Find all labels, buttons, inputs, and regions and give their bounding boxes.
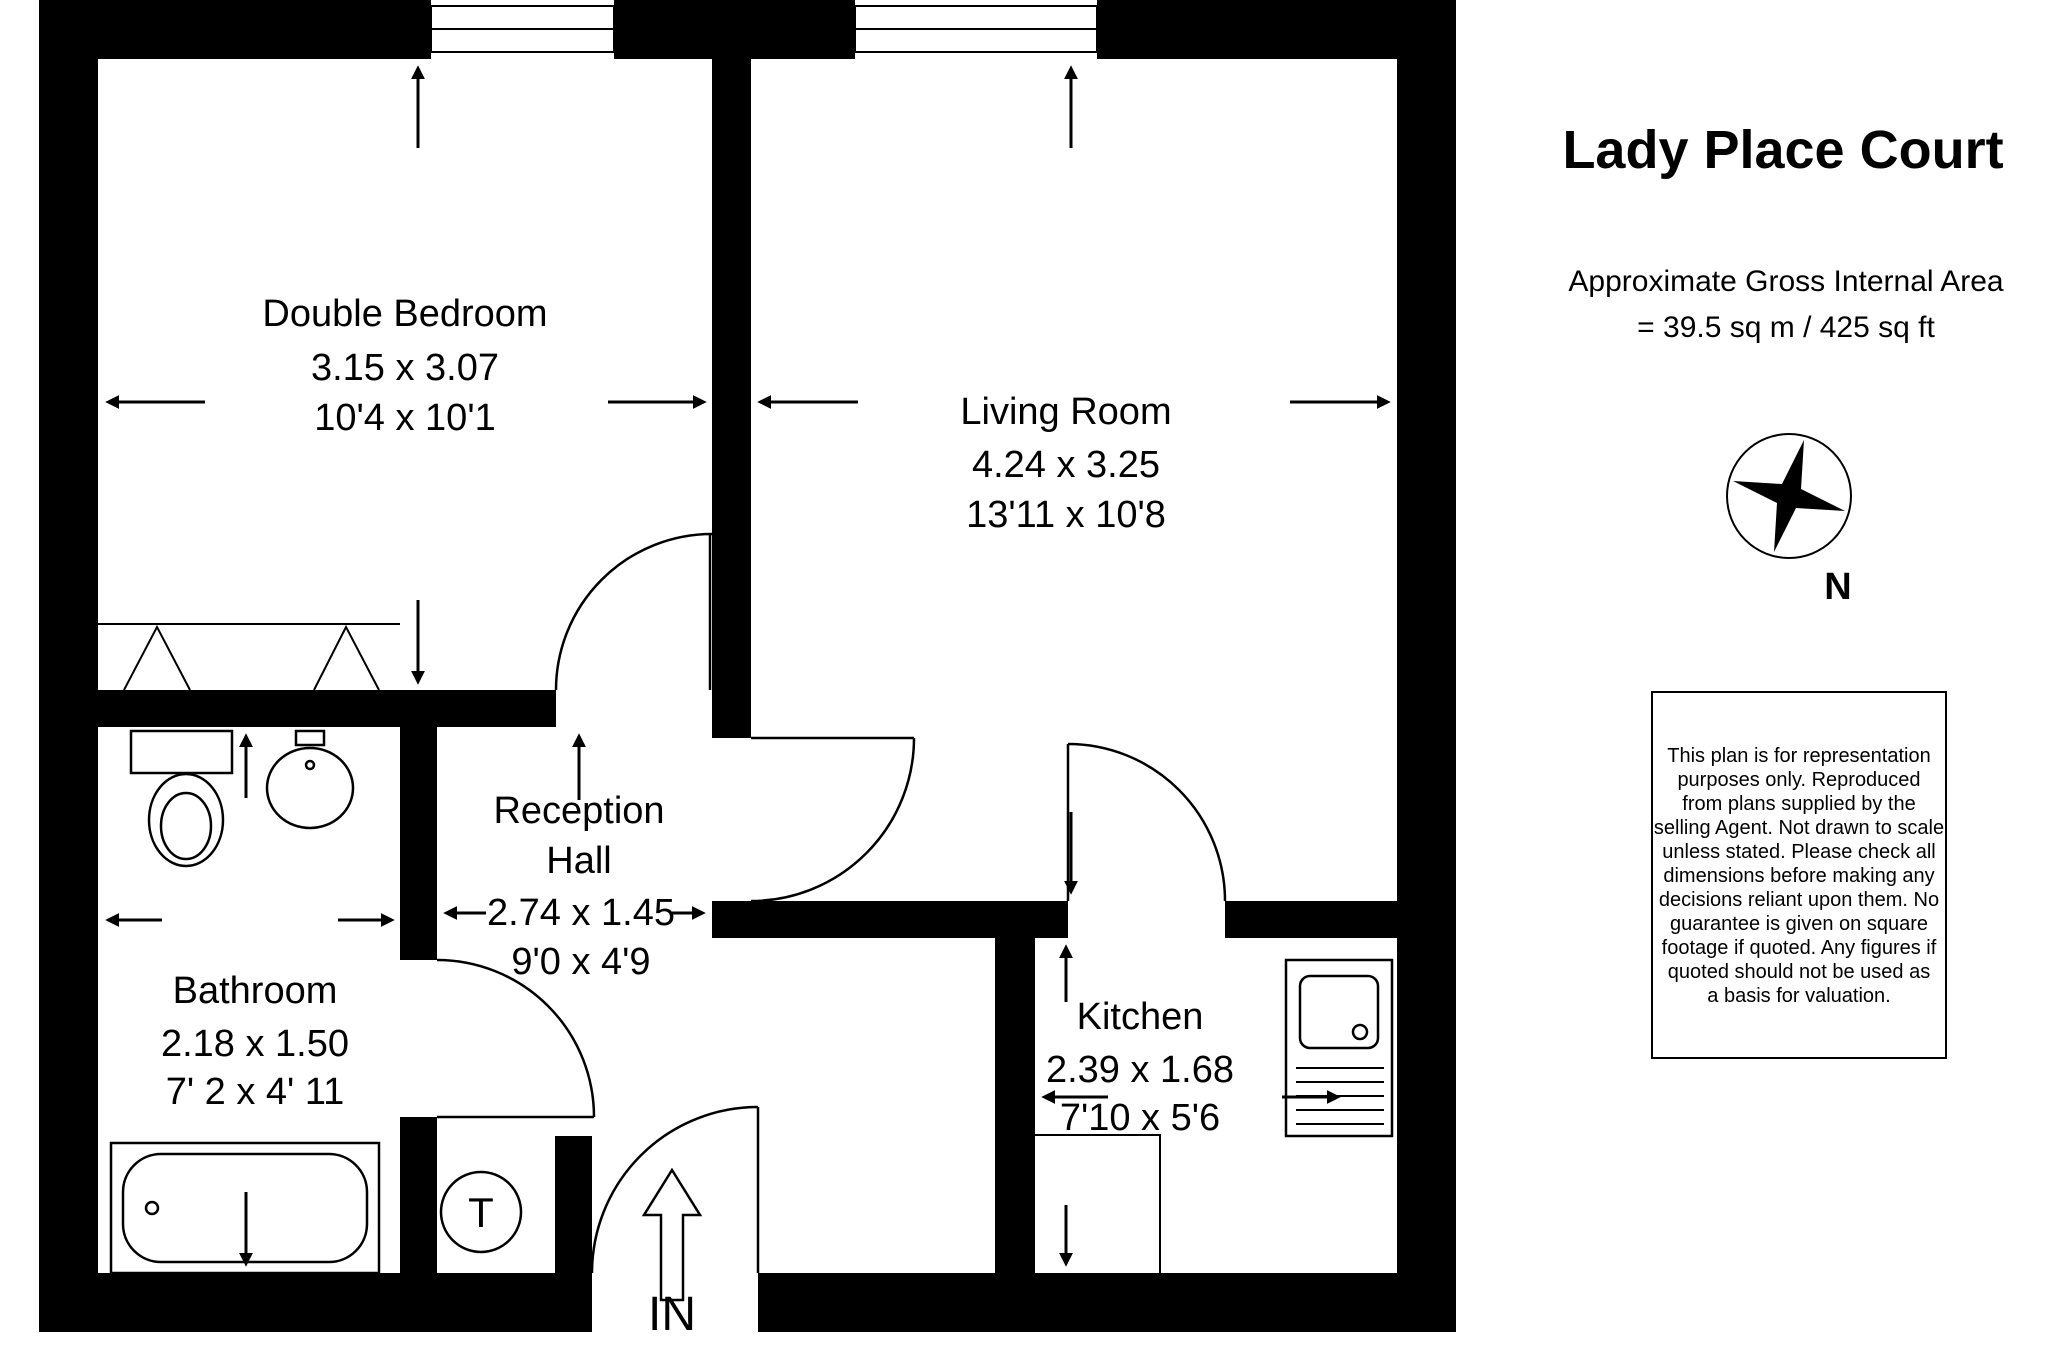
- compass-star: [1733, 440, 1845, 552]
- living-name: Living Room: [960, 391, 1171, 433]
- bedroom-window-icon: [430, 5, 615, 53]
- walls: [39, 0, 1456, 1332]
- disclaimer-line: This plan is for representation: [1667, 745, 1930, 767]
- area-note: Approximate Gross Internal Area = 39.5 s…: [1568, 265, 2004, 344]
- disclaimer-line: quoted should not be used as: [1668, 961, 1930, 983]
- kitchen-sink-icon: [1284, 958, 1394, 1138]
- disclaimer-line: purposes only. Reproduced: [1677, 769, 1920, 791]
- wall-bedroom-living-divider: [712, 59, 751, 738]
- wall-cupboard-stub: [555, 1136, 592, 1273]
- area-note-line1: Approximate Gross Internal Area: [1568, 265, 2004, 298]
- entrance-door-arc: [590, 1105, 760, 1274]
- wall-bedroom-bottom: [39, 690, 556, 727]
- reception-name-line2: Hall: [546, 840, 611, 882]
- wall-left: [39, 0, 98, 1332]
- page-title: Lady Place Court: [1562, 120, 2003, 180]
- bedroom-label: Double Bedroom 3.15 x 3.07 10'4 x 10'1: [262, 293, 547, 439]
- toilet-icon: [129, 729, 234, 868]
- bathroom-name: Bathroom: [173, 970, 338, 1012]
- reception-imperial: 9'0 x 4'9: [511, 941, 650, 983]
- wall-right: [1397, 0, 1456, 1332]
- area-note-line2: = 39.5 sq m / 425 sq ft: [1637, 311, 1935, 344]
- bathroom-imperial: 7' 2 x 4' 11: [166, 1071, 345, 1113]
- compass-icon: N: [1726, 433, 1852, 608]
- living-door-arc: [750, 736, 916, 903]
- disclaimer-line: footage if quoted. Any figures if: [1662, 937, 1937, 959]
- bedroom-door-arc: [554, 532, 713, 691]
- disclaimer-line: selling Agent. Not drawn to scale: [1654, 817, 1944, 839]
- wall-bathroom-right-lower: [400, 1117, 437, 1273]
- entrance: IN: [641, 1167, 703, 1341]
- living-imperial: 13'11 x 10'8: [966, 494, 1166, 536]
- kitchen-label: Kitchen 2.39 x 1.68 7'10 x 5'6: [1046, 996, 1234, 1139]
- kitchen-name: Kitchen: [1077, 996, 1204, 1038]
- bathroom-door-arc: [436, 958, 596, 1119]
- living-label: Living Room 4.24 x 3.25 13'11 x 10'8: [960, 391, 1171, 536]
- living-metric: 4.24 x 3.25: [972, 444, 1160, 486]
- disclaimer-line: a basis for valuation.: [1707, 985, 1890, 1007]
- bedroom-name: Double Bedroom: [262, 293, 547, 335]
- reception-label: Reception Hall 2.74 x 1.45 9'0 x 4'9: [487, 790, 675, 983]
- wall-kitchen-left: [995, 938, 1035, 1273]
- kitchen-metric: 2.39 x 1.68: [1046, 1049, 1234, 1091]
- dimension-arrows: [105, 65, 1391, 1267]
- disclaimer-border: [1651, 691, 1947, 1059]
- tank-cupboard: T: [439, 1170, 523, 1254]
- kitchen-door-arc: [1066, 742, 1227, 902]
- kitchen-floor-edge: [1035, 1134, 1161, 1273]
- wall-kitchen-top-left: [712, 901, 1068, 938]
- kitchen-imperial: 7'10 x 5'6: [1060, 1097, 1220, 1139]
- disclaimer-line: decisions reliant upon them. No: [1659, 889, 1939, 911]
- wall-bathroom-right-upper: [400, 727, 437, 960]
- disclaimer-line: from plans supplied by the: [1682, 793, 1915, 815]
- entrance-label: IN: [648, 1288, 696, 1341]
- bedroom-metric: 3.15 x 3.07: [311, 347, 499, 389]
- tank-label: T: [468, 1189, 494, 1236]
- living-window-icon: [854, 5, 1098, 53]
- disclaimer-box: This plan is for representation purposes…: [1651, 691, 1947, 1059]
- compass-north-label: N: [1824, 566, 1851, 608]
- disclaimer-line: dimensions before making any: [1663, 865, 1934, 887]
- entrance-arrow-icon: [641, 1167, 703, 1302]
- disclaimer-line: guarantee is given on square: [1670, 913, 1928, 935]
- basin-icon: [265, 729, 355, 830]
- bathroom-metric: 2.18 x 1.50: [161, 1023, 349, 1065]
- wall-kitchen-top-right: [1225, 901, 1397, 938]
- wall-top: [39, 0, 1456, 59]
- bedroom-imperial: 10'4 x 10'1: [314, 397, 495, 439]
- disclaimer-line: unless stated. Please check all: [1662, 841, 1936, 863]
- doors: [436, 532, 1227, 1274]
- bathroom-label: Bathroom 2.18 x 1.50 7' 2 x 4' 11: [161, 970, 349, 1113]
- wardrobe-chevrons-icon: [98, 623, 400, 691]
- reception-metric: 2.74 x 1.45: [487, 892, 675, 934]
- reception-name-line1: Reception: [493, 790, 664, 832]
